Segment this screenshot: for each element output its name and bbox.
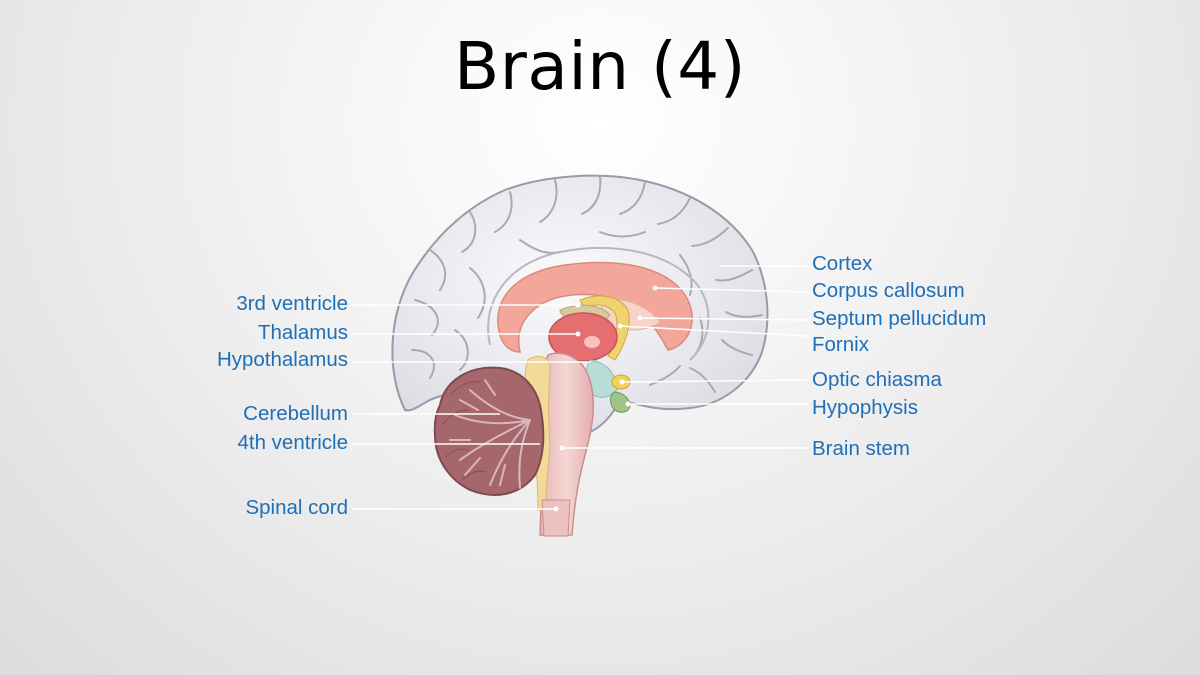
- spinal-cord: [541, 499, 571, 537]
- thalamus-highlight: [584, 336, 600, 348]
- label-septum-pellucidum: Septum pellucidum: [812, 307, 987, 330]
- label-brain-stem: Brain stem: [812, 437, 910, 460]
- label-thalamus: Thalamus: [257, 321, 348, 344]
- label-corpus-callosum: Corpus callosum: [812, 279, 965, 302]
- cerebellum: [433, 366, 545, 496]
- label-fornix: Fornix: [812, 333, 869, 356]
- label-cortex: Cortex: [812, 252, 873, 275]
- label-hypophysis: Hypophysis: [812, 396, 918, 419]
- slide-title: Brain (4): [454, 28, 746, 105]
- fornix: [579, 295, 630, 361]
- hypophysis: [610, 391, 631, 413]
- leader-lines: [352, 265, 809, 510]
- thalamus: [548, 312, 618, 362]
- label-3rd-ventricle: 3rd ventricle: [236, 292, 348, 315]
- leader-dots: [553, 285, 658, 512]
- label-optic-chiasma: Optic chiasma: [812, 368, 942, 391]
- label-hypothalamus: Hypothalamus: [216, 348, 348, 371]
- label-spinal-cord: Spinal cord: [245, 496, 348, 519]
- label-4th-ventricle: 4th ventricle: [237, 431, 348, 454]
- label-cerebellum: Cerebellum: [243, 402, 348, 425]
